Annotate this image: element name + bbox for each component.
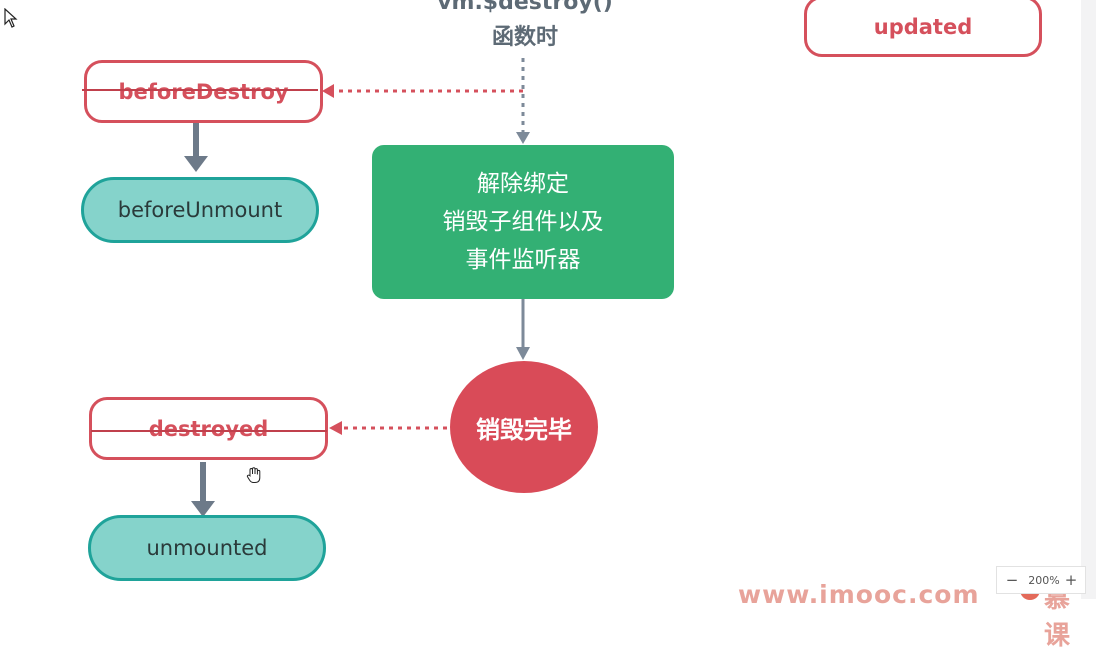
caption-to-box-arrowhead [516, 132, 530, 144]
unbind-line-2: 销毁子组件以及 [442, 209, 604, 235]
caption-line-1: vm.$destroy() [437, 0, 613, 15]
caption-line-2: 函数时 [491, 25, 558, 50]
destroyed-hook-node: destroyed [89, 397, 328, 460]
vertical-scrollbar[interactable] [1081, 0, 1096, 599]
beforeUnmount-hook-node: beforeUnmount [81, 177, 319, 243]
watermark-url: www.imooc.com [738, 580, 980, 609]
zoom-out-button[interactable]: − [1005, 571, 1019, 589]
destroy-complete-circle: 销毁完毕 [450, 361, 598, 493]
beforeDestroy-hook-node: beforeDestroy [84, 60, 323, 123]
unbind-process-box: 解除绑定 销毁子组件以及 事件监听器 [372, 145, 674, 299]
zoom-control: − 200% + [996, 566, 1086, 594]
unmounted-hook-label: unmounted [146, 536, 268, 560]
beforeUnmount-hook-label: beforeUnmount [117, 198, 283, 222]
destroyed-strikethrough [91, 430, 327, 432]
updated-hook-node: updated [804, 0, 1042, 57]
circle-arrowhead [516, 347, 530, 360]
destroy-complete-label: 销毁完毕 [476, 415, 572, 444]
destroyed-arrowhead [329, 421, 342, 435]
unbind-line-3: 事件监听器 [465, 247, 581, 273]
unmounted-hook-node: unmounted [88, 515, 326, 581]
hand-cursor-icon [246, 467, 261, 483]
beforeUnmount-arrowhead [184, 156, 208, 172]
mouse-pointer-icon [4, 8, 18, 28]
destroy-call-caption: vm.$destroy() 函数时 [405, 0, 645, 55]
destroyed-hook-label: destroyed [148, 416, 269, 441]
unbind-line-1: 解除绑定 [477, 171, 569, 197]
beforeDestroy-hook-label: beforeDestroy [118, 79, 289, 104]
diagram-connectors [184, 58, 530, 517]
beforeDestroy-arrowhead [322, 84, 334, 98]
zoom-level: 200% [1028, 573, 1060, 587]
updated-hook-label: updated [873, 14, 973, 39]
zoom-in-button[interactable]: + [1064, 571, 1078, 589]
unmounted-arrowhead [191, 501, 215, 517]
beforeDestroy-strikethrough [82, 89, 318, 91]
